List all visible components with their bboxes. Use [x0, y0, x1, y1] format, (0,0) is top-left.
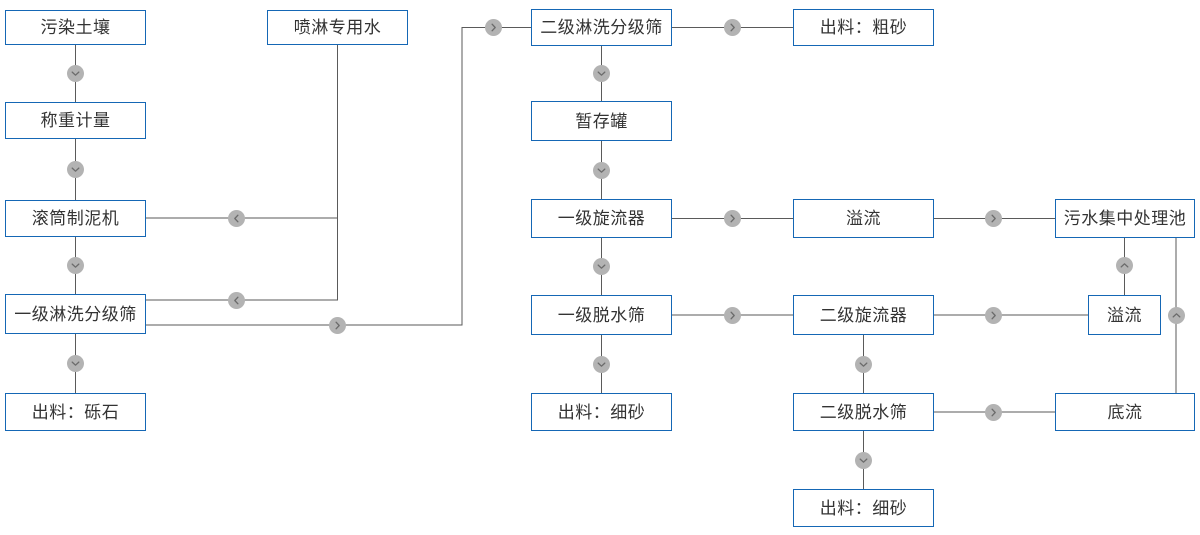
flow-node-label: 污染土壤 [40, 18, 111, 37]
flow-node[interactable]: 污染土壤 [5, 10, 146, 45]
arrow-right-icon [724, 210, 741, 227]
arrow-right-icon [724, 306, 741, 324]
arrow-left-icon [227, 209, 245, 227]
flow-node-label: 一级淋洗分级筛 [14, 304, 137, 324]
flow-node[interactable]: 称重计量 [5, 102, 146, 139]
flow-node[interactable]: 溢流 [793, 199, 934, 238]
flow-node[interactable]: 滚筒制泥机 [5, 200, 146, 237]
arrow-down-icon [855, 451, 872, 469]
flow-node[interactable]: 出料：细砂 [531, 393, 672, 431]
flow-node-label: 污水集中处理池 [1063, 209, 1187, 228]
flow-node[interactable]: 一级旋流器 [531, 199, 672, 238]
arrow-right-icon [724, 19, 741, 36]
flow-node-label: 溢流 [846, 209, 881, 228]
arrow-down-icon [67, 65, 84, 82]
flow-node-label: 二级脱水筛 [819, 402, 908, 422]
flow-edge [146, 27, 531, 326]
arrow-right-icon [484, 19, 502, 36]
flow-node-label: 称重计量 [40, 111, 111, 130]
arrow-up-icon [1167, 306, 1185, 324]
arrow-down-icon [855, 355, 872, 373]
flow-node-label: 喷淋专用水 [293, 18, 382, 37]
arrow-down-icon [67, 257, 84, 274]
arrow-down-icon [67, 355, 84, 372]
flow-node-label: 出料：砾石 [31, 402, 120, 422]
arrow-down-icon [593, 355, 610, 373]
flow-node[interactable]: 二级脱水筛 [793, 393, 934, 431]
flow-node-label: 暂存罐 [575, 111, 628, 131]
flow-node-label: 溢流 [1107, 305, 1142, 325]
flow-node-label: 二级淋洗分级筛 [540, 18, 663, 37]
arrow-right-icon [985, 306, 1002, 324]
arrow-right-icon [985, 210, 1002, 227]
arrow-right-icon [985, 403, 1002, 421]
flow-node-label: 出料：细砂 [819, 498, 908, 518]
flow-node-label: 出料：粗砂 [819, 18, 908, 37]
flow-node-label: 出料：细砂 [557, 402, 646, 422]
flow-node[interactable]: 污水集中处理池 [1055, 199, 1195, 238]
flow-node[interactable]: 出料：粗砂 [793, 9, 934, 46]
arrow-up-icon [1116, 256, 1133, 274]
flow-edge [146, 45, 338, 219]
flow-node[interactable]: 二级淋洗分级筛 [531, 9, 672, 46]
flow-node[interactable]: 一级脱水筛 [531, 295, 672, 335]
flow-node-label: 一级旋流器 [557, 209, 646, 228]
flow-node-label: 底流 [1107, 402, 1143, 422]
flow-node-label: 二级旋流器 [819, 305, 908, 325]
flow-node[interactable]: 溢流 [1088, 295, 1161, 335]
arrow-down-icon [593, 258, 610, 275]
flow-node[interactable]: 喷淋专用水 [267, 10, 408, 45]
flow-node-label: 一级脱水筛 [557, 305, 646, 325]
arrow-down-icon [67, 161, 84, 178]
arrow-down-icon [593, 161, 610, 179]
arrow-down-icon [593, 65, 610, 82]
arrow-right-icon [329, 316, 346, 334]
flow-node[interactable]: 二级旋流器 [793, 295, 934, 335]
flow-node-label: 滚筒制泥机 [31, 209, 120, 228]
flow-node[interactable]: 底流 [1055, 393, 1195, 431]
flow-node[interactable]: 一级淋洗分级筛 [5, 294, 146, 334]
flow-node[interactable]: 出料：细砂 [793, 489, 934, 527]
arrow-left-icon [227, 291, 245, 309]
flow-node[interactable]: 暂存罐 [531, 101, 672, 141]
flow-node[interactable]: 出料：砾石 [5, 393, 146, 431]
flow-edge [146, 218, 338, 301]
